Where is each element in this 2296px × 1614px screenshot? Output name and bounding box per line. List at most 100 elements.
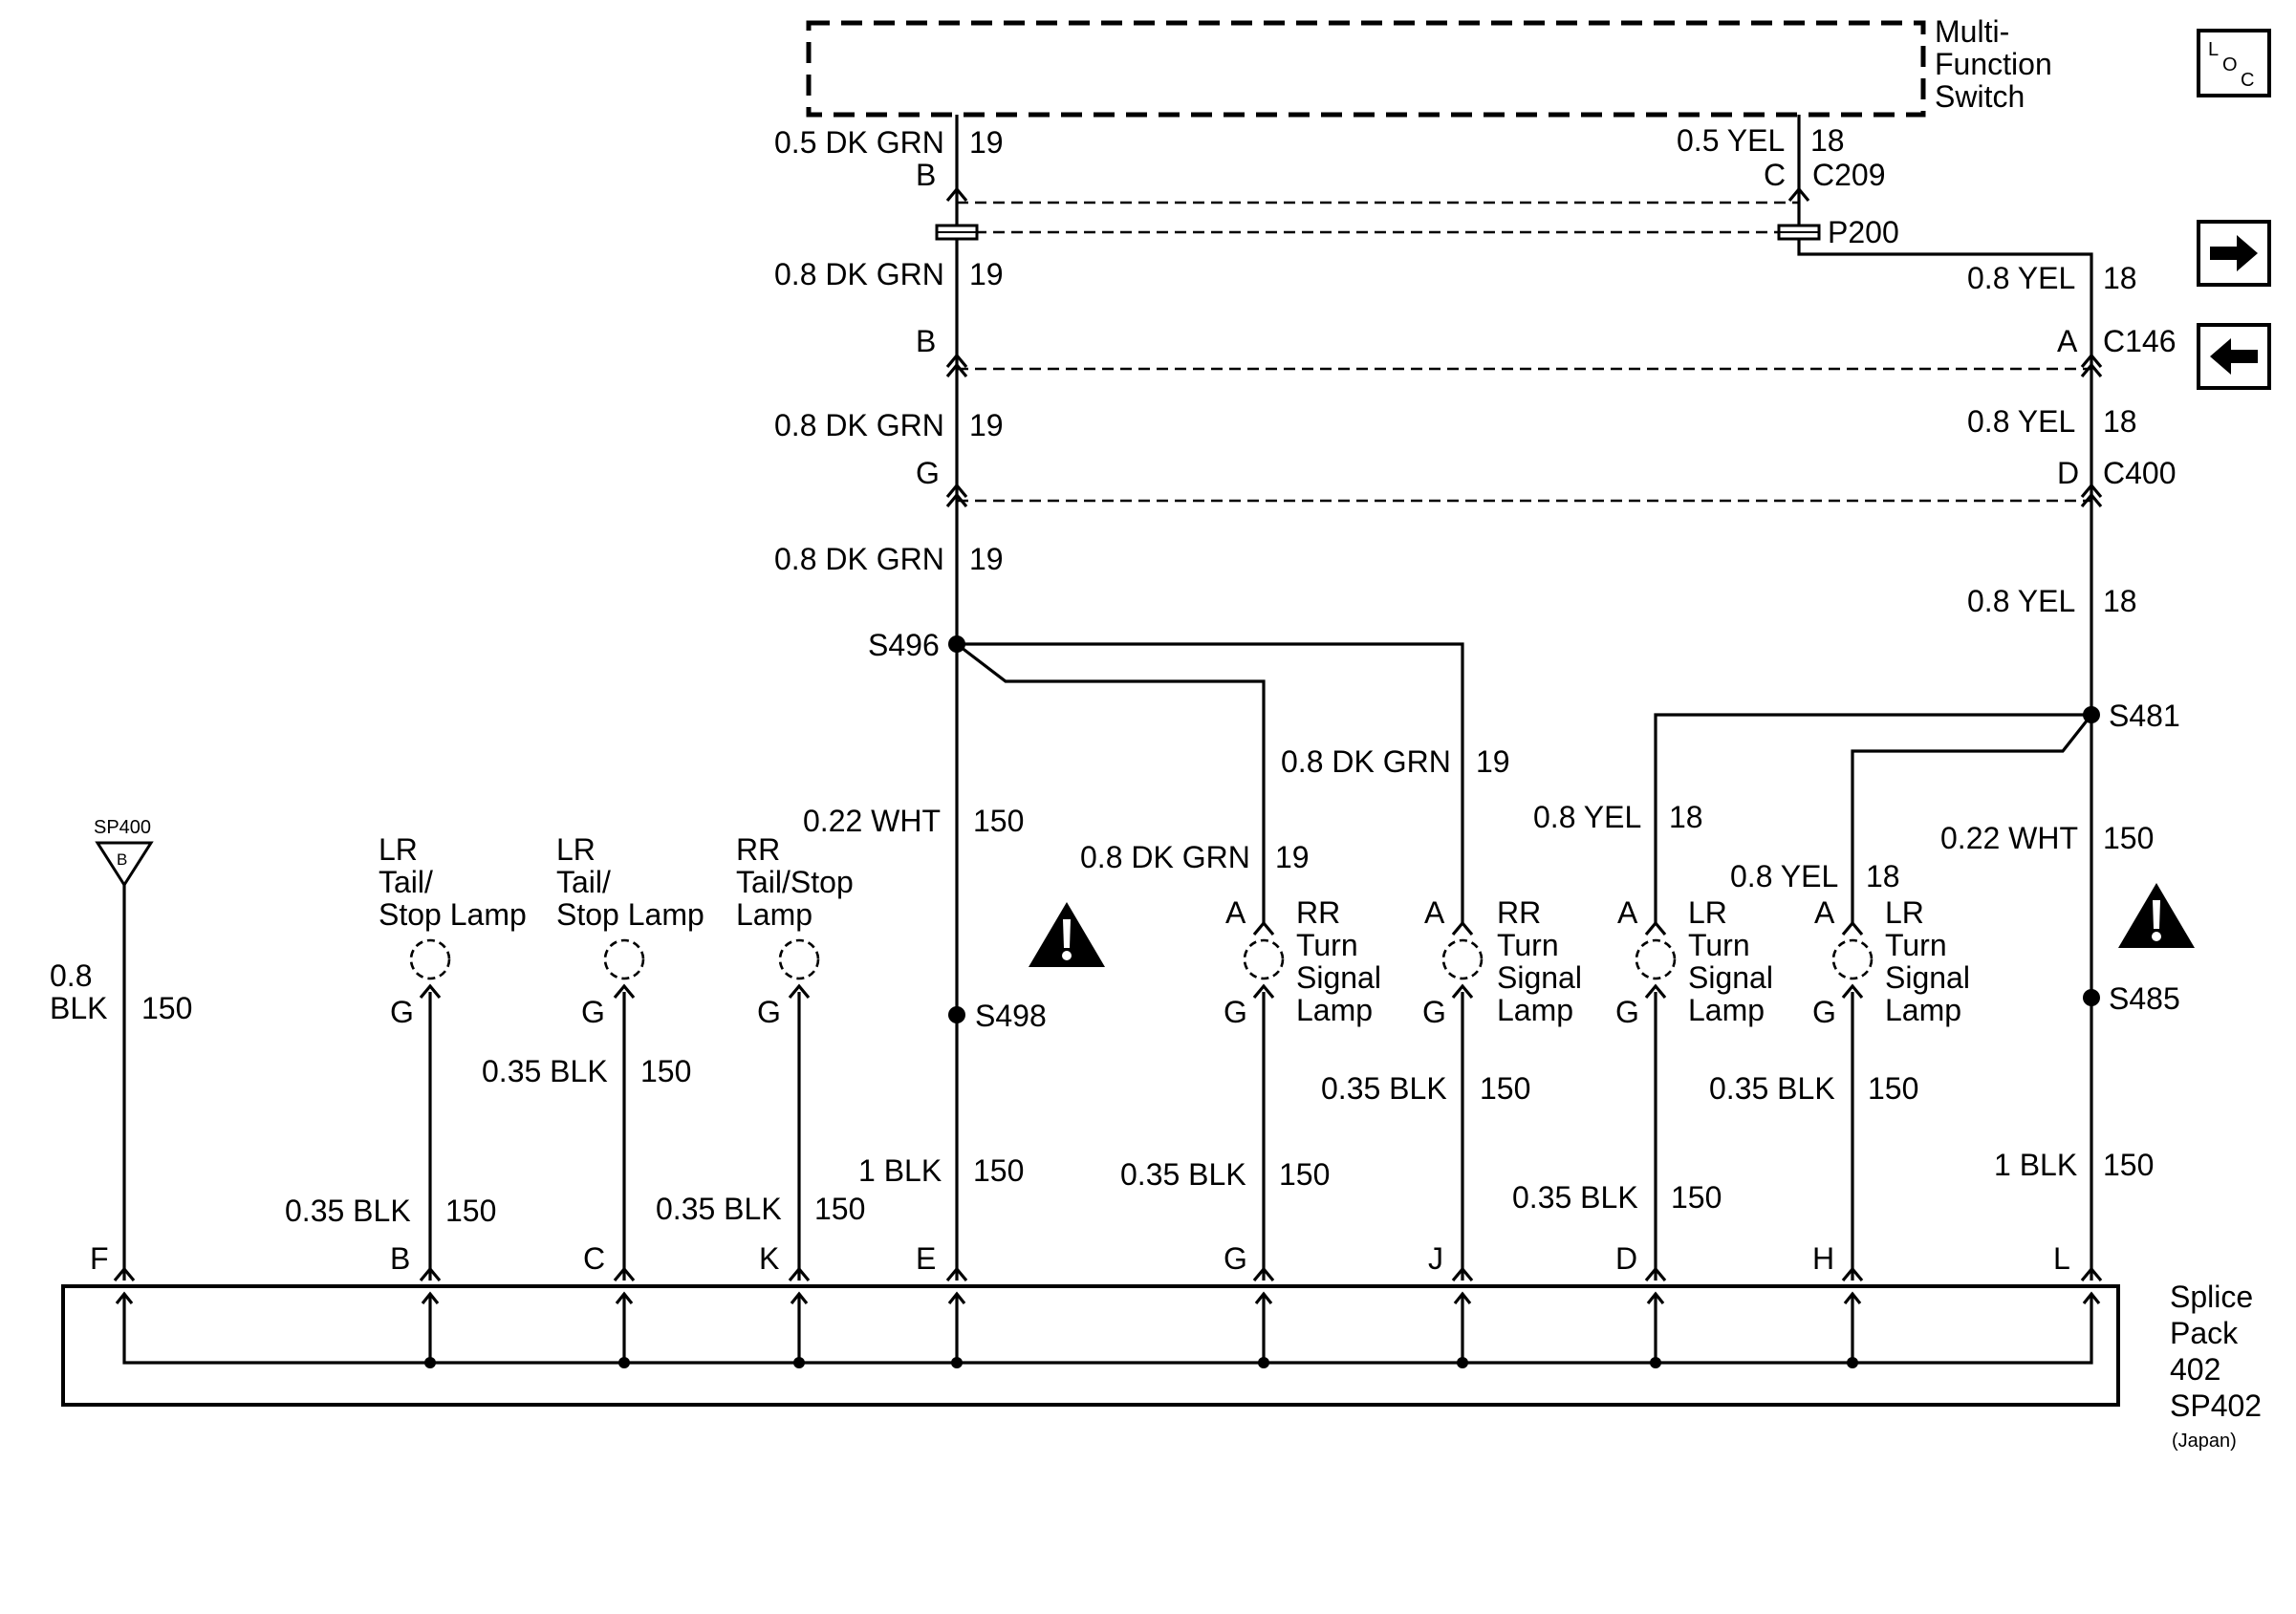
connector-c146: C146 xyxy=(2103,324,2177,358)
circuit-19-d: 19 xyxy=(969,542,1004,576)
wire-label-dkgrn-08-a: 0.8 DK GRN xyxy=(774,257,944,291)
wire-label-dkgrn-08-c: 0.8 DK GRN xyxy=(774,542,944,576)
circuit-18-d: 18 xyxy=(2103,584,2137,618)
wire-label-blk-1-e: 1 BLK xyxy=(858,1153,942,1188)
lamp-lr-turn-1-line-1: LR xyxy=(1688,895,1727,930)
lamp-rr-tail-line-3: Lamp xyxy=(736,897,812,932)
circuit-150-wht-left: 150 xyxy=(973,804,1024,838)
connector-c400: C400 xyxy=(2103,456,2177,490)
pin-e: E xyxy=(916,1241,936,1276)
lamp-lr-tail-1-line-3: Stop Lamp xyxy=(379,897,527,932)
wire-label-yel-08-b: 0.8 YEL xyxy=(1967,404,2075,439)
wire-label-yel-08-a: 0.8 YEL xyxy=(1967,261,2075,295)
wire-label-blk-035-d: 0.35 BLK xyxy=(1512,1180,1638,1215)
circuit-18-e: 18 xyxy=(1669,800,1703,834)
lamp-rr-tail-line-1: RR xyxy=(736,832,780,867)
pin-g-c400: G xyxy=(916,456,940,490)
lamp-lr-tail-1-line-2: Tail/ xyxy=(379,865,433,899)
circuit-150-wht-right: 150 xyxy=(2103,821,2154,855)
p200-connector-right xyxy=(1777,224,1821,241)
lamp-rr-turn-2-line-4: Lamp xyxy=(1497,993,1573,1027)
wire-yel-main xyxy=(1797,237,2093,1280)
lamp-lr-turn-1-line-3: Signal xyxy=(1688,960,1773,995)
pin-b: B xyxy=(390,1241,410,1276)
splice-s496: S496 xyxy=(868,628,940,662)
lamp-rr-turn-1-line-3: Signal xyxy=(1296,960,1381,995)
pin-g-rr-turn-2: G xyxy=(1422,995,1446,1029)
wire-label-dkgrn-05: 0.5 DK GRN xyxy=(774,125,944,160)
lamp-lr-turn-2-line-1: LR xyxy=(1885,895,1924,930)
circuit-150-j: 150 xyxy=(1480,1071,1530,1106)
circuit-18-c: 18 xyxy=(2103,404,2137,439)
module-title-line-1: Multi- xyxy=(1935,14,2009,49)
pin-a-rr-turn-1: A xyxy=(1225,895,1246,930)
splice-pack-line-2: Pack xyxy=(2170,1316,2239,1350)
lamp-rr-turn-1-line-4: Lamp xyxy=(1296,993,1373,1027)
arrow-right-icon[interactable] xyxy=(2197,220,2271,287)
wire-label-yel-08-e: 0.8 YEL xyxy=(1730,859,1838,893)
lamp-rr-turn-2-line-1: RR xyxy=(1497,895,1541,930)
warning-icon xyxy=(2118,883,2195,948)
wire-label-blk-035-h: 0.35 BLK xyxy=(1709,1071,1835,1106)
connector-p200: P200 xyxy=(1828,215,1899,249)
splice-pack-line-3: 402 xyxy=(2170,1352,2220,1387)
pin-g-rr-turn-1: G xyxy=(1224,995,1247,1029)
svg-text:O: O xyxy=(2222,54,2238,75)
p200-connector-left xyxy=(935,224,979,241)
pin-h: H xyxy=(1812,1241,1834,1276)
circuit-18-top: 18 xyxy=(1810,123,1845,158)
splice-sp400: SP400 xyxy=(94,817,151,838)
circuit-150-e: 150 xyxy=(973,1153,1024,1188)
lamp-bulb-icon xyxy=(1831,938,1874,980)
circuit-18-f: 18 xyxy=(1866,859,1900,893)
lamp-lr-tail-2-line-3: Stop Lamp xyxy=(556,897,704,932)
splice-s498: S498 xyxy=(975,999,1047,1033)
wire-label-blk-035-j: 0.35 BLK xyxy=(1321,1071,1447,1106)
circuit-150-h: 150 xyxy=(1868,1071,1918,1106)
pin-g: G xyxy=(1224,1241,1247,1276)
wire-label-blk-035-g: 0.35 BLK xyxy=(1120,1157,1246,1192)
circuit-18-b: 18 xyxy=(2103,261,2137,295)
lamp-rr-tail-line-2: Tail/Stop xyxy=(736,865,854,899)
wire-yel-branch-lr-2 xyxy=(1851,714,2093,923)
circuit-150-sp400: 150 xyxy=(141,991,192,1025)
pin-c-c209: C xyxy=(1764,158,1786,192)
lamp-lr-turn-1-line-4: Lamp xyxy=(1688,993,1765,1027)
lamp-bulb-icon xyxy=(1635,938,1677,980)
lamp-rr-turn-2-line-2: Turn xyxy=(1497,928,1559,962)
circuit-150-k: 150 xyxy=(814,1192,865,1226)
circuit-19-e: 19 xyxy=(1476,744,1510,779)
svg-text:L: L xyxy=(2208,39,2219,60)
wire-label-wht-right: 0.22 WHT xyxy=(1940,821,2078,855)
circuit-19-top: 19 xyxy=(969,125,1004,160)
arrow-left-icon[interactable] xyxy=(2197,323,2271,390)
wire-label-dkgrn-08-d: 0.8 DK GRN xyxy=(1281,744,1451,779)
multi-function-switch-box xyxy=(806,20,1926,118)
splice-s498-dot xyxy=(948,1006,965,1023)
ground-symbol xyxy=(95,841,154,888)
wire-label-blk-035-c: 0.35 BLK xyxy=(482,1054,608,1088)
wire-label-dkgrn-08-e: 0.8 DK GRN xyxy=(1080,840,1250,874)
wire-label-blk-08-b: BLK xyxy=(50,991,107,1025)
circuit-19-c: 19 xyxy=(969,408,1004,442)
pin-k: K xyxy=(759,1241,779,1276)
pin-d-c400: D xyxy=(2057,456,2079,490)
splice-pack-pin-chevrons xyxy=(113,1266,2103,1282)
circuit-150-c: 150 xyxy=(640,1054,691,1088)
pin-a-rr-turn-2: A xyxy=(1424,895,1445,930)
pin-g-lr-tail-1: G xyxy=(390,995,414,1029)
splice-pack-line-4: SP402 xyxy=(2170,1388,2262,1423)
pin-c: C xyxy=(583,1241,605,1276)
lamp-bulb-icon xyxy=(409,938,451,980)
loc-icon[interactable]: L O C xyxy=(2197,29,2271,97)
lamp-bulb-icon xyxy=(603,938,645,980)
lamp-lr-turn-2-line-2: Turn xyxy=(1885,928,1947,962)
wire-label-wht-left: 0.22 WHT xyxy=(803,804,941,838)
pin-g-rr-tail: G xyxy=(757,995,781,1029)
pin-g-lr-turn-2: G xyxy=(1812,995,1836,1029)
wire-dkgrn-branch-rr-1 xyxy=(956,642,1266,923)
lamp-rr-turn-2-line-3: Signal xyxy=(1497,960,1582,995)
pin-g-lr-tail-2: G xyxy=(581,995,605,1029)
pin-g-lr-turn-1: G xyxy=(1615,995,1639,1029)
module-title-line-2: Function xyxy=(1935,47,2052,81)
